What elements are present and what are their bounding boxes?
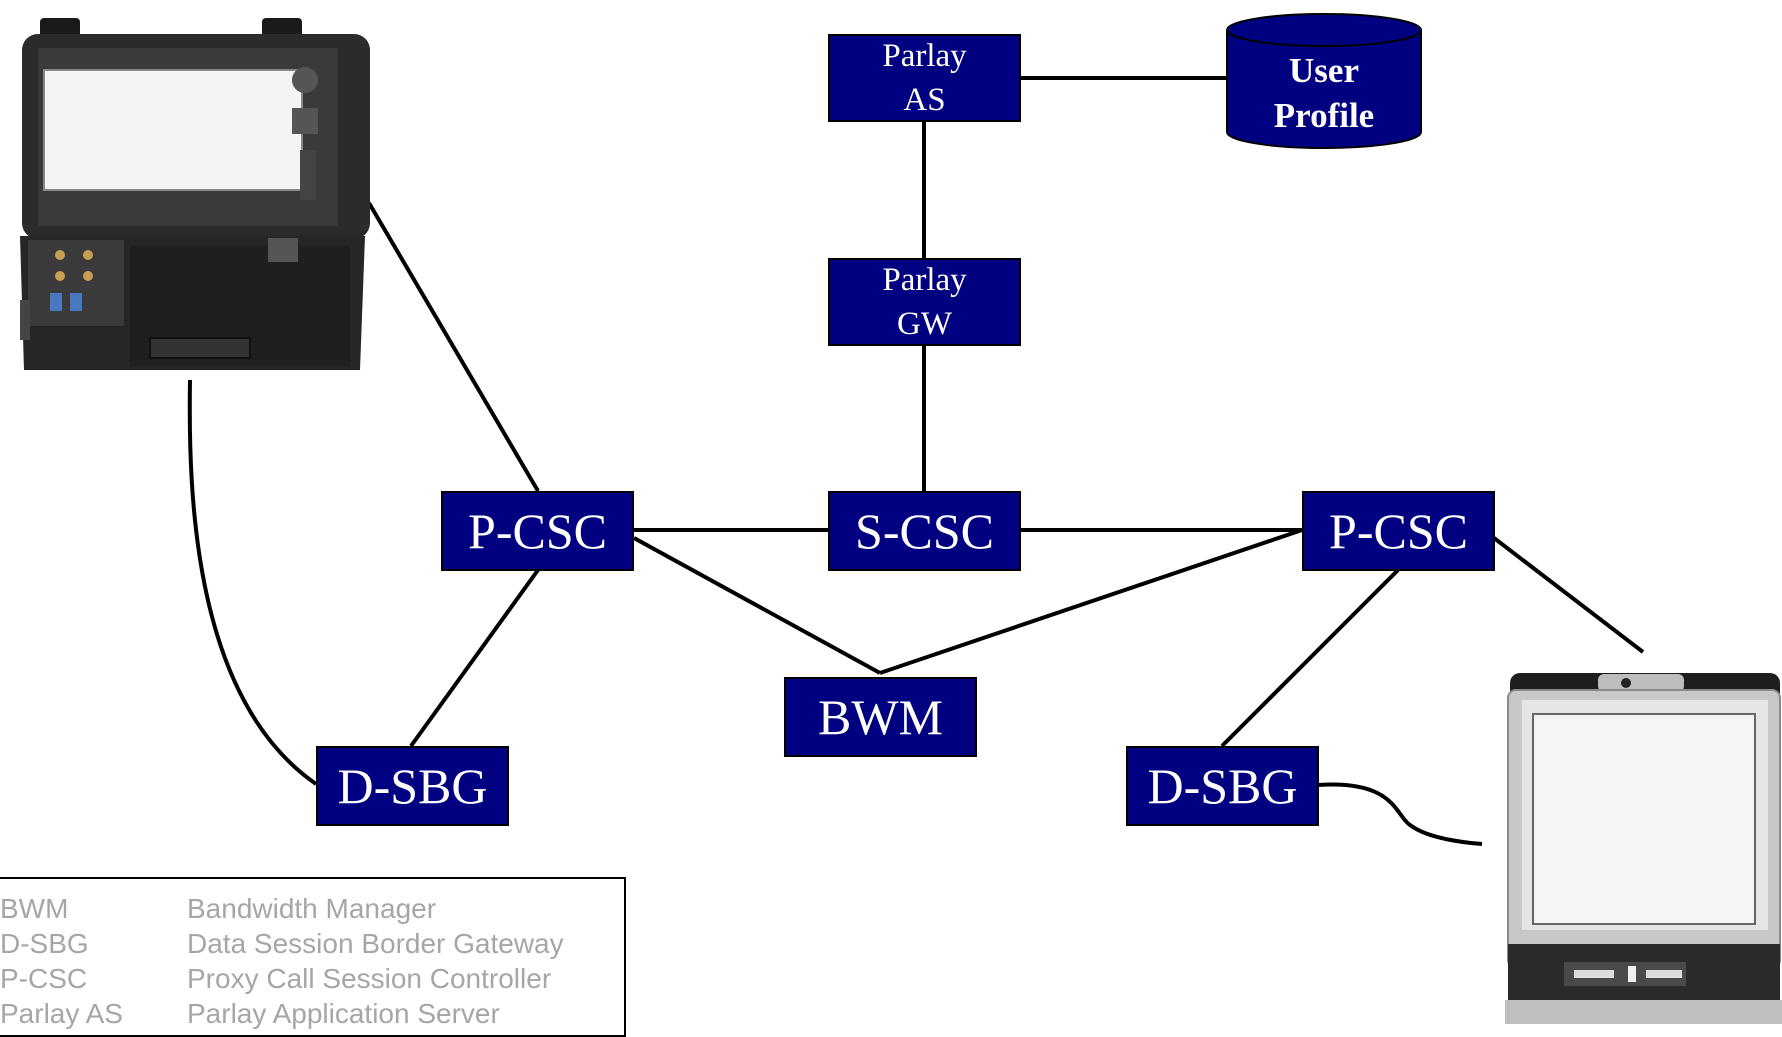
acronym-legend: BWM Bandwidth Manager D-SBG Data Session… [0,877,626,1037]
legend-row: BWM Bandwidth Manager [0,893,626,929]
link-dsbg-right-monitor [1318,785,1482,844]
parlay-as-label-line1: Parlay [882,34,966,78]
user-profile-label[interactable]: User Profile [1227,48,1421,138]
bwm-node[interactable]: BWM [784,677,977,757]
video-terminal-icon [1505,673,1782,1024]
pcsc-left-node[interactable]: P-CSC [441,491,634,571]
scsc-label: S-CSC [855,502,994,560]
legend-row: D-SBG Data Session Border Gateway [0,928,626,964]
parlay-gw-label-line1: Parlay [882,258,966,302]
legend-abbr: BWM [0,893,68,925]
legend-definition: Proxy Call Session Controller [187,963,551,995]
user-profile-line1: User [1227,48,1421,93]
link-pcsc-right-monitor [1494,538,1643,652]
legend-row: P-CSC Proxy Call Session Controller [0,963,626,999]
parlay-gw-node[interactable]: Parlay GW [828,258,1021,346]
user-profile-line2: Profile [1227,93,1421,138]
dsbg-left-node[interactable]: D-SBG [316,746,509,826]
bwm-label: BWM [818,688,943,746]
link-laptop-pcsc-left [369,203,538,491]
scsc-node[interactable]: S-CSC [828,491,1021,571]
parlay-as-node[interactable]: Parlay AS [828,34,1021,122]
legend-abbr: Parlay AS [0,998,123,1030]
link-laptop-dsbg-left [190,380,316,784]
pcsc-left-label: P-CSC [468,502,607,560]
rugged-laptop-case-icon [20,18,370,370]
link-pcsc-right-dsbg-right [1222,570,1398,746]
legend-abbr: P-CSC [0,963,87,995]
parlay-as-label-line2: AS [903,78,945,122]
dsbg-right-label: D-SBG [1147,757,1297,815]
legend-definition: Bandwidth Manager [187,893,436,925]
dsbg-left-label: D-SBG [337,757,487,815]
legend-row: Parlay AS Parlay Application Server [0,998,626,1034]
legend-definition: Data Session Border Gateway [187,928,564,960]
dsbg-right-node[interactable]: D-SBG [1126,746,1319,826]
pcsc-right-node[interactable]: P-CSC [1302,491,1495,571]
legend-definition: Parlay Application Server [187,998,500,1030]
pcsc-right-label: P-CSC [1329,502,1468,560]
parlay-gw-label-line2: GW [897,302,952,346]
link-pcsc-left-dsbg-left [411,570,538,746]
legend-abbr: D-SBG [0,928,89,960]
